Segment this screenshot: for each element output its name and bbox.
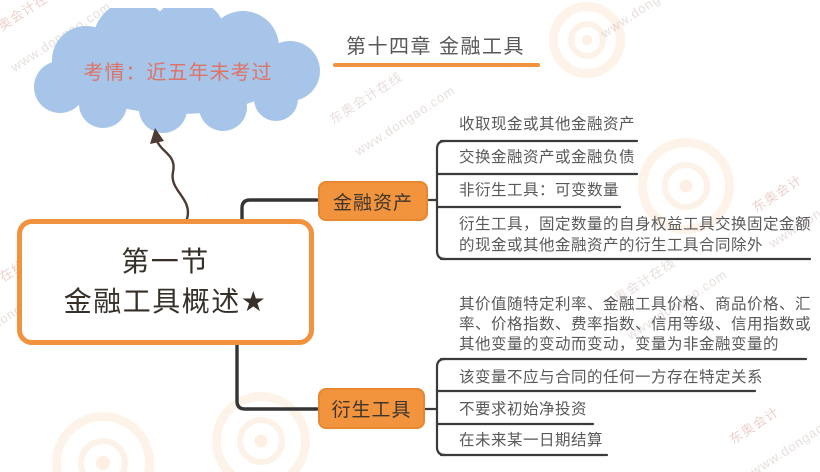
leaf-node: 衍生工具，固定数量的自身权益工具交换固定金额的现金或其他金融资产的衍生工具合同除… — [459, 216, 812, 254]
root-node-line1: 第一节 — [121, 246, 210, 277]
cloud-arrow-line — [155, 139, 190, 221]
watermark-text: 东奥会计在线 — [326, 68, 406, 128]
watermark-text: 东奥会计 — [726, 404, 782, 448]
leaf-node: 非衍生工具：可变数量 — [459, 182, 620, 199]
leaf-node: 该变量不应与合同的任何一方存在特定关系 — [459, 369, 764, 386]
connector-branch1-spine — [435, 139, 447, 261]
root-node: 第一节 金融工具概述★ — [17, 219, 314, 345]
leaf-node: 不要求初始净投资 — [459, 401, 588, 418]
cloud-shape — [34, 0, 320, 133]
leaf-node: 收取现金或其他金融资产 — [459, 116, 636, 133]
branch-node-derivatives: 衍生工具 — [318, 388, 425, 429]
watermark-text: www.dongao.com — [748, 402, 820, 472]
chapter-title-underline — [333, 63, 540, 67]
exam-note-cloud: 考情：近五年未考过 — [28, 0, 328, 136]
watermark-text: www.dongao.com — [598, 0, 704, 41]
watermark-text: www.dongao.com — [352, 82, 458, 159]
connector-branch2-spine — [435, 357, 447, 457]
leaf-node: 交换金融资产或金融负债 — [459, 149, 636, 166]
leaf-node: 在未来某一日期结算 — [459, 432, 604, 449]
chapter-title: 第十四章 金融工具 — [346, 36, 526, 58]
brand-logo-watermark — [549, 2, 625, 78]
brand-logo-watermark — [212, 392, 310, 472]
watermark-text: 东奥会计 — [749, 172, 805, 216]
branch-node-financial-assets: 金融资产 — [318, 181, 428, 221]
leaf-node: 其价值随特定利率、金融工具价格、商品价格、汇率、价格指数、费率指数、信用等级、信… — [459, 296, 812, 353]
exam-note-text: 考情：近五年未考过 — [83, 62, 273, 84]
root-node-line2: 金融工具概述★ — [63, 286, 268, 317]
connector-root-to-derivatives — [235, 340, 319, 411]
connector-root-to-financial-assets — [240, 198, 319, 223]
brand-logo-watermark — [52, 412, 154, 472]
